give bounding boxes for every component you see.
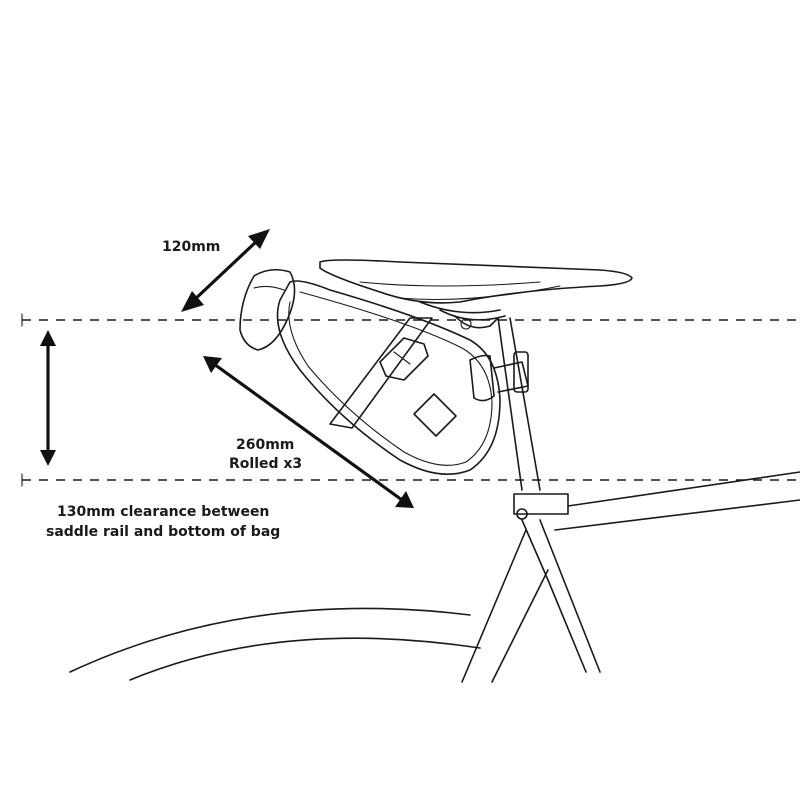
bike-frame — [461, 317, 800, 683]
saddle-bag — [239, 268, 529, 476]
reference-lines — [21, 313, 800, 487]
rear-wheel — [69, 607, 481, 681]
clearance-label-line1: 130mm clearance between — [57, 504, 269, 520]
saddle — [319, 259, 633, 330]
height-label: 120mm — [162, 239, 220, 255]
height-arrow — [181, 229, 270, 312]
clearance-arrow — [40, 330, 56, 466]
length-arrow — [203, 356, 414, 508]
length-label-line1: 260mm — [236, 437, 294, 453]
clearance-label-line2: saddle rail and bottom of bag — [46, 524, 280, 540]
length-label-line2: Rolled x3 — [229, 456, 302, 472]
